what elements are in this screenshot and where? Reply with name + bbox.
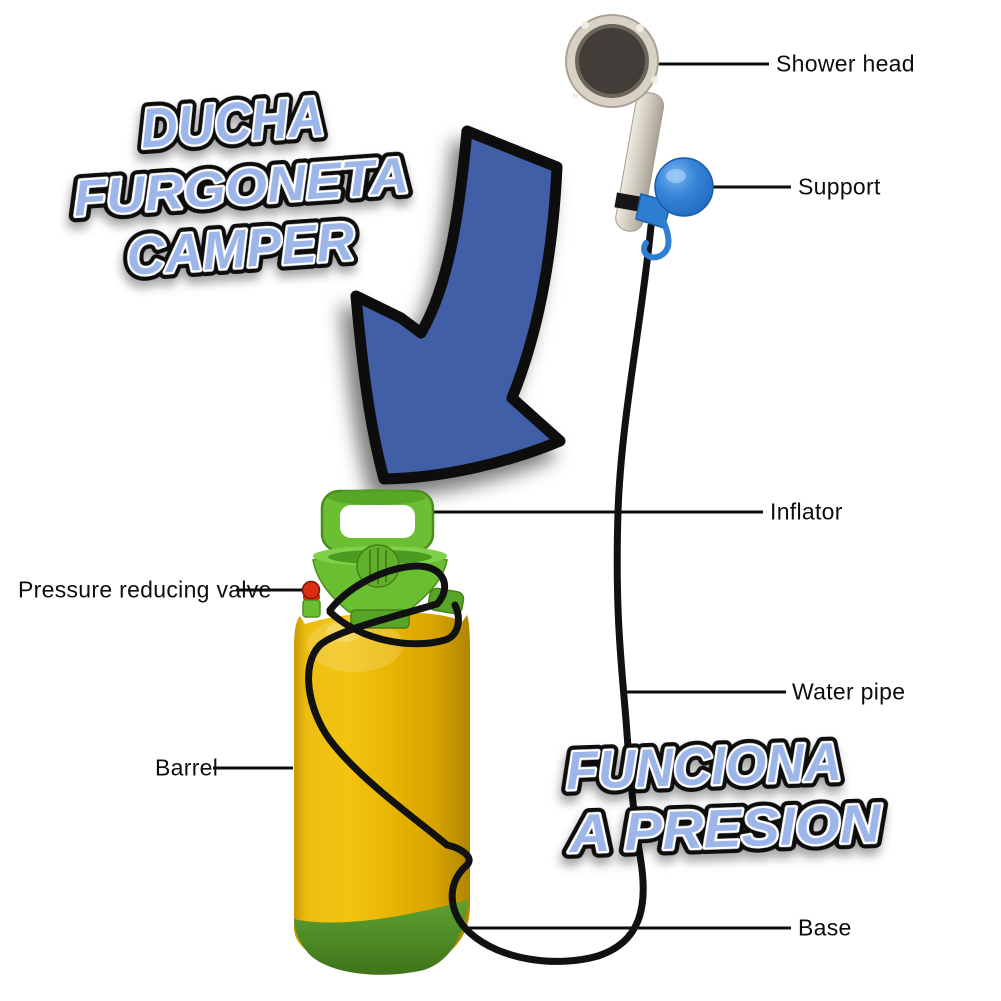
headline-subtitle: FUNCIONA FUNCIONA A PRESION A PRESION [558, 725, 889, 871]
subtitle-line-2: A PRESION [566, 793, 883, 864]
water-hose [443, 222, 655, 965]
label-support: Support [798, 173, 881, 200]
shower-support [635, 157, 714, 261]
headline-title: DUCHA DUCHA FURGONETA FURGONETA CAMPER C… [65, 78, 417, 294]
label-pressure-reducing-valve: Pressure reducing valve [18, 576, 272, 603]
shower-head [565, 14, 659, 108]
tank-pump-handle [320, 489, 435, 553]
pressure-valve [301, 580, 321, 618]
label-inflator: Inflator [770, 498, 843, 525]
label-water-pipe: Water pipe [792, 678, 906, 705]
title-line-3: CAMPER [125, 211, 357, 287]
barrel-highlight [307, 618, 403, 672]
hose-shoulder-loop-1 [326, 562, 449, 614]
title-line-2: FURGONETA [72, 147, 411, 226]
shower-assembly [565, 14, 714, 261]
pressure-tank [294, 489, 470, 975]
support-hook [641, 215, 672, 261]
subtitle-line-1: FUNCIONA [565, 732, 843, 802]
leader-lines [213, 62, 791, 930]
label-shower-head: Shower head [776, 50, 915, 77]
label-base: Base [798, 914, 852, 941]
hose-barrel-wrap [305, 600, 451, 849]
title-line-1: DUCHA [139, 84, 327, 160]
tank-base [294, 900, 468, 975]
label-barrel: Barrel [155, 754, 219, 781]
hose-wrap [305, 562, 462, 849]
arrow-shape [350, 125, 566, 485]
pointer-arrow [350, 125, 566, 485]
